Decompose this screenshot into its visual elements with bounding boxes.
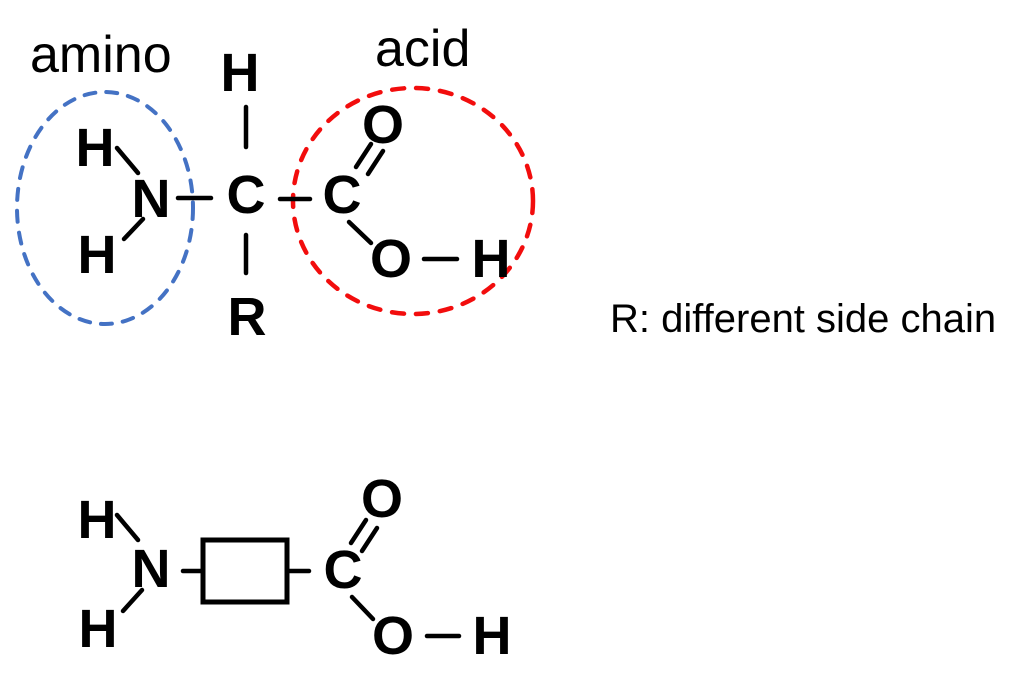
top-hydroxyl-oxygen: O (370, 229, 412, 289)
top-alpha-carbon: C (227, 165, 266, 225)
bond-C-O-double-1 (353, 141, 374, 170)
top-amine-hydrogen-bottom: H (78, 225, 117, 285)
top-carboxyl-carbon: C (323, 165, 362, 225)
bottom-structure: H N H C O O H (78, 469, 512, 666)
bottom-amine-hydrogen-bottom: H (79, 599, 118, 659)
bond-N-H-bottom (120, 587, 145, 614)
top-alpha-hydrogen: H (221, 43, 260, 103)
bond-C-hydroxylO (346, 219, 374, 246)
bond-C-O-double-2 (359, 525, 380, 554)
side-chain-note: R: different side chain (610, 297, 996, 341)
amino-label: amino (30, 26, 172, 84)
bond-H-N-top (114, 512, 141, 543)
bottom-carbonyl-oxygen: O (361, 469, 403, 529)
acid-label: acid (375, 20, 470, 78)
bottom-hydroxyl-oxygen: O (372, 606, 414, 666)
amino-group-outline (15, 90, 195, 326)
bottom-amine-hydrogen-top: H (78, 490, 117, 550)
top-amine-hydrogen-top: H (76, 118, 115, 178)
top-nitrogen: N (132, 169, 171, 229)
bottom-hydroxyl-hydrogen: H (473, 606, 512, 666)
bond-C-hydroxylO (349, 594, 376, 622)
top-hydroxyl-hydrogen: H (472, 229, 511, 289)
top-side-chain-R: R (228, 287, 267, 347)
bond-C-O-double-1 (348, 517, 369, 546)
bond-N-H-bottom (121, 216, 146, 242)
bond-H-N-top (114, 145, 141, 176)
top-structure: amino acid H C R N H H C O O H (15, 20, 536, 347)
bottom-carboxyl-carbon: C (324, 540, 363, 600)
side-chain-box (200, 537, 290, 605)
bond-C-O-double-2 (365, 148, 386, 177)
top-carbonyl-oxygen: O (362, 95, 404, 155)
bottom-nitrogen: N (132, 539, 171, 599)
